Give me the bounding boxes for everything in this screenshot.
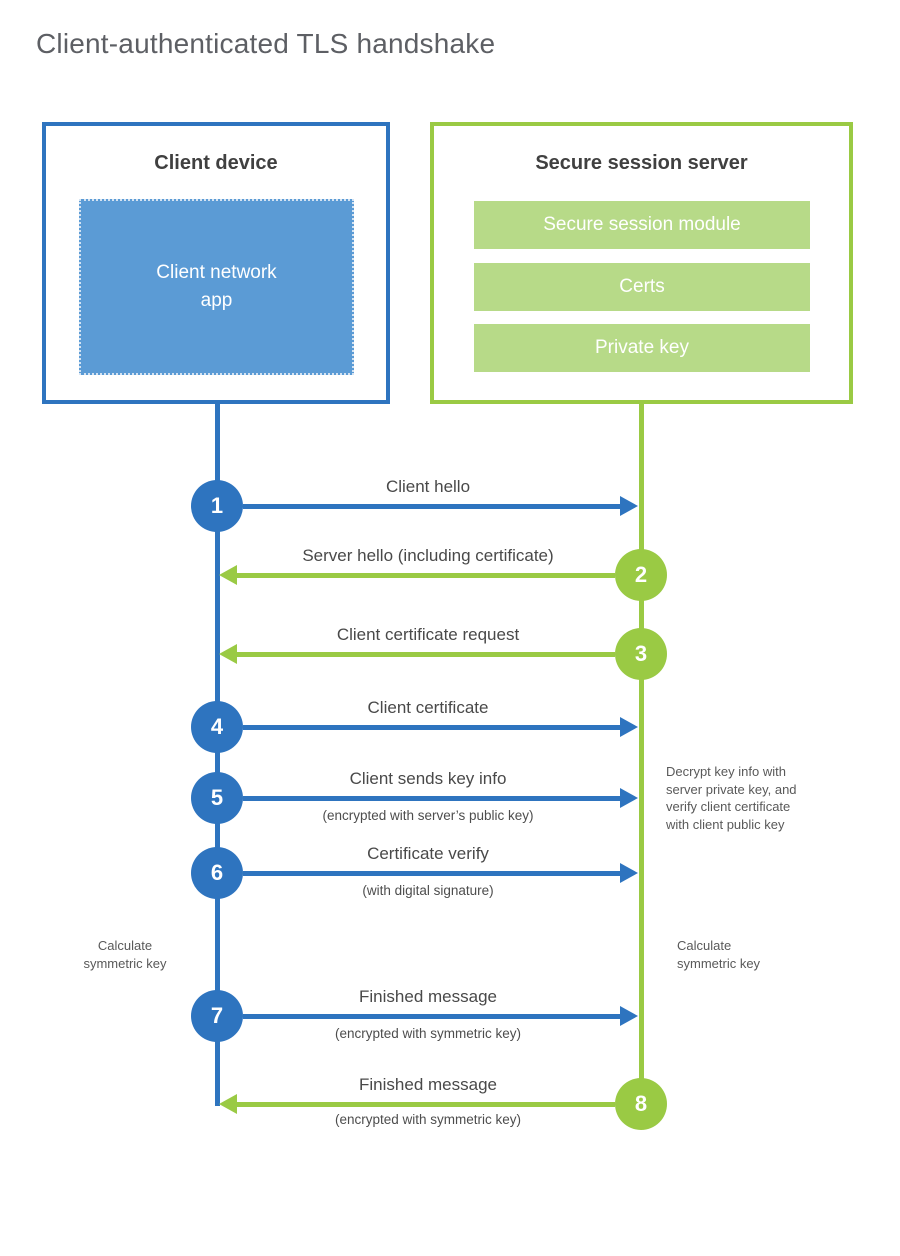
step-3-arrow-line [237, 652, 615, 657]
step-7-label: Finished message [359, 987, 497, 1006]
step-8-arrow-line [237, 1102, 615, 1107]
step-5-label: Client sends key info [349, 769, 507, 788]
step-3-badge: 3 [615, 628, 667, 680]
step-5-sublabel: (encrypted with server’s public key) [322, 808, 534, 823]
client-calculate-symmetric-key-note: Calculate symmetric key [83, 938, 167, 971]
step-2-label: Server hello (including certificate) [302, 546, 554, 565]
step-7-badge: 7 [191, 990, 243, 1042]
step-6-label: Certificate verify [367, 844, 489, 863]
step-4-label: Client certificate [367, 698, 489, 717]
client-device-title: Client device [154, 152, 278, 174]
step-6-badge: 6 [191, 847, 243, 899]
step-6-arrow-line [243, 871, 620, 876]
server-calculate-symmetric-key-note: Calculate symmetric key [677, 938, 761, 971]
step-8-sublabel: (encrypted with symmetric key) [334, 1112, 522, 1127]
step-7-sublabel: (encrypted with symmetric key) [334, 1026, 522, 1041]
step-5-badge: 5 [191, 772, 243, 824]
client-network-app-block: Client network app [79, 199, 354, 375]
step-3-label: Client certificate request [336, 625, 520, 644]
step-4-arrow-line [243, 725, 620, 730]
step-6-arrowhead-icon [620, 863, 638, 883]
step-3-arrowhead-icon [219, 644, 237, 664]
secure-session-server-title: Secure session server [535, 152, 748, 174]
step-7-arrowhead-icon [620, 1006, 638, 1026]
step-8-badge: 8 [615, 1078, 667, 1130]
step-1-arrowhead-icon [620, 496, 638, 516]
client-lifeline [215, 404, 220, 1106]
step-4-arrowhead-icon [620, 717, 638, 737]
step-1-badge: 1 [191, 480, 243, 532]
step-4-badge: 4 [191, 701, 243, 753]
server-lifeline [639, 404, 644, 1104]
step-5-arrowhead-icon [620, 788, 638, 808]
page-title: Client-authenticated TLS handshake [36, 28, 496, 59]
step-8-label: Finished message [359, 1075, 497, 1094]
step-8-arrowhead-icon [219, 1094, 237, 1114]
server-module-certs: Certs [474, 263, 810, 311]
server-module-secure-session: Secure session module [474, 201, 810, 249]
server-decrypt-note: Decrypt key info with server private key… [666, 764, 797, 832]
step-2-arrow-line [237, 573, 615, 578]
step-1-label: Client hello [385, 477, 471, 496]
step-7-arrow-line [243, 1014, 620, 1019]
step-2-badge: 2 [615, 549, 667, 601]
step-6-sublabel: (with digital signature) [362, 883, 494, 898]
secure-session-server-box: Secure session server Secure session mod… [430, 122, 853, 404]
client-device-box: Client device Client network app [42, 122, 390, 404]
server-module-private-key: Private key [474, 324, 810, 372]
step-5-arrow-line [243, 796, 620, 801]
step-1-arrow-line [243, 504, 620, 509]
step-2-arrowhead-icon [219, 565, 237, 585]
